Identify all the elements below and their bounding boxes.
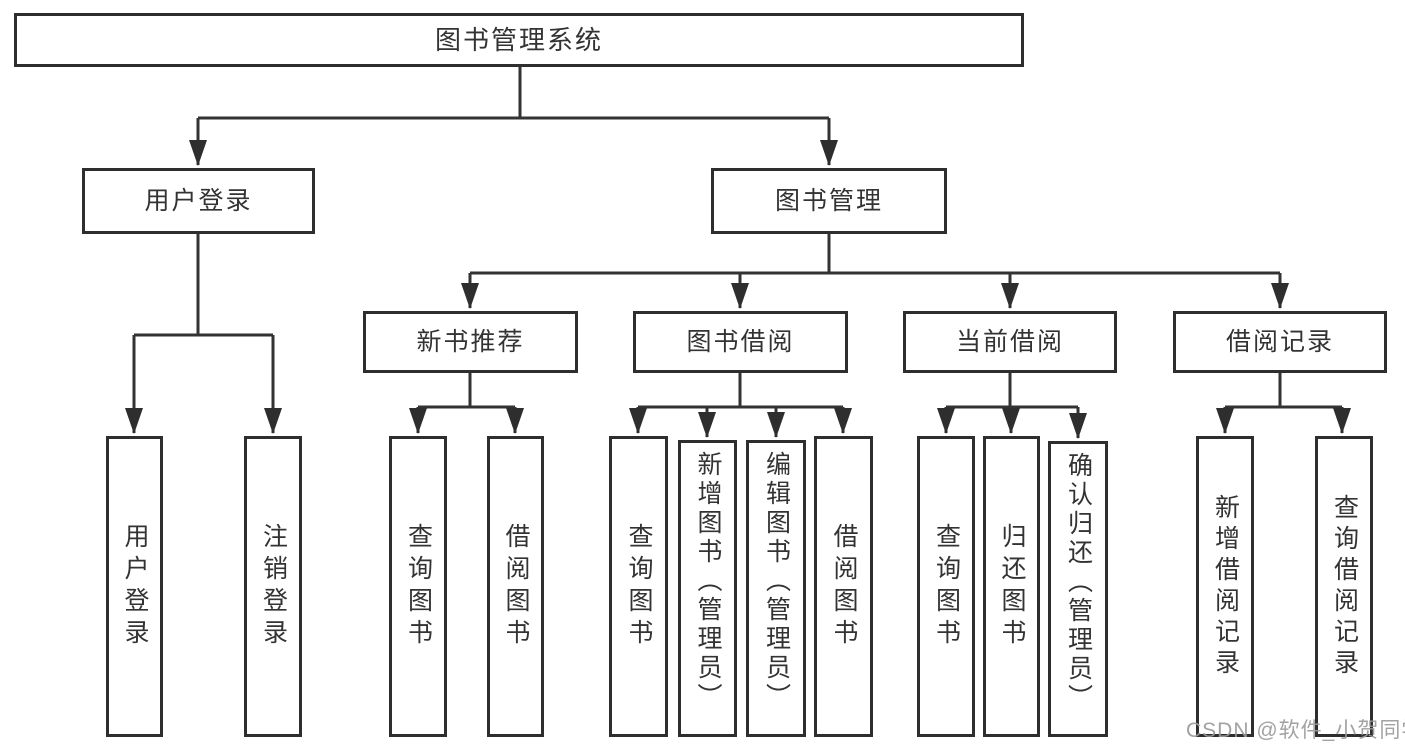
- node-book-borrowing: 图书借阅: [633, 311, 848, 373]
- node-root: 图书管理系统: [14, 13, 1024, 67]
- node-return-book: 归还图书: [983, 436, 1040, 737]
- node-label-new-book-recommend: 新书推荐: [416, 327, 525, 356]
- node-label-login: 用户登录: [121, 522, 149, 651]
- node-label-borrowing-records: 借阅记录: [1225, 327, 1334, 356]
- connector-edges: [125, 67, 1351, 439]
- node-add-book-admin: 新增图书（管理员）: [678, 440, 737, 737]
- node-label-borrow-book-1: 借阅图书: [502, 522, 530, 651]
- node-new-book-recommend: 新书推荐: [363, 311, 578, 373]
- node-query-book-3: 查询图书: [917, 436, 975, 737]
- watermark: CSDN @软件_小贺同学: [1186, 719, 1405, 742]
- node-label-root: 图书管理系统: [434, 25, 603, 55]
- node-label-query-book-2: 查询图书: [625, 522, 653, 651]
- node-confirm-return-admin: 确认归还（管理员）: [1048, 441, 1108, 737]
- node-book-management: 图书管理: [711, 168, 947, 234]
- node-label-book-management: 图书管理: [774, 186, 883, 215]
- node-label-edit-book-admin: 编辑图书（管理员）: [762, 451, 791, 712]
- node-borrowing-records: 借阅记录: [1173, 311, 1387, 373]
- node-label-add-book-admin: 新增图书（管理员）: [694, 451, 722, 712]
- node-edit-book-admin: 编辑图书（管理员）: [746, 440, 806, 737]
- node-label-query-book-1: 查询图书: [404, 522, 433, 651]
- node-label-add-borrow-record: 新增借阅记录: [1211, 493, 1240, 680]
- node-label-query-borrow-record: 查询借阅记录: [1330, 493, 1359, 680]
- node-borrow-book-2: 借阅图书: [814, 436, 873, 737]
- node-query-book-2: 查询图书: [609, 436, 668, 737]
- node-borrow-book-1: 借阅图书: [487, 436, 544, 737]
- node-current-borrowing: 当前借阅: [903, 311, 1117, 373]
- node-user-login: 用户登录: [82, 168, 315, 234]
- node-query-borrow-record: 查询借阅记录: [1315, 436, 1373, 737]
- node-query-book-1: 查询图书: [389, 436, 447, 737]
- node-label-confirm-return-admin: 确认归还（管理员）: [1064, 452, 1093, 713]
- node-label-user-login: 用户登录: [144, 186, 253, 215]
- node-label-borrow-book-2: 借阅图书: [830, 522, 858, 651]
- node-label-logout: 注销登录: [259, 522, 288, 651]
- node-label-current-borrowing: 当前借阅: [955, 327, 1064, 356]
- node-label-return-book: 归还图书: [998, 522, 1026, 651]
- node-login: 用户登录: [106, 436, 163, 737]
- node-label-query-book-3: 查询图书: [932, 522, 961, 651]
- node-logout: 注销登录: [244, 436, 302, 737]
- node-add-borrow-record: 新增借阅记录: [1196, 436, 1254, 737]
- node-label-book-borrowing: 图书借阅: [686, 327, 795, 356]
